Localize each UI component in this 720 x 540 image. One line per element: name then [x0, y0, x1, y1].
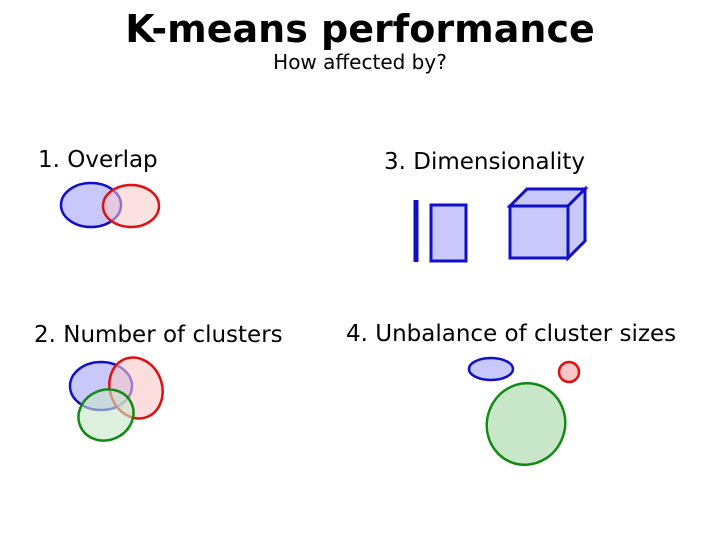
green-cluster-ellipse	[77, 388, 135, 442]
overlap-illustration	[59, 181, 161, 229]
green-cluster-ellipse	[485, 381, 567, 467]
blue-cluster-ellipse	[467, 356, 515, 382]
item-number-of-clusters-label: 2. Number of clusters	[34, 322, 283, 348]
two-dimensional-square	[429, 203, 468, 263]
red-cluster-ellipse	[101, 183, 161, 229]
three-dimensional-cube	[506, 185, 589, 262]
item-dimensionality-label: 3. Dimensionality	[384, 149, 586, 175]
item-overlap-label: 1. Overlap	[38, 147, 158, 173]
item-unbalance-label: 4. Unbalance of cluster sizes	[346, 321, 677, 347]
slide-title: K-means performance	[125, 7, 595, 51]
slide-subtitle: How affected by?	[273, 50, 447, 74]
dimensionality-illustration	[413, 185, 589, 263]
unbalance-illustration	[467, 356, 581, 467]
number-of-clusters-illustration	[68, 356, 164, 442]
red-cluster-ellipse	[557, 360, 581, 384]
